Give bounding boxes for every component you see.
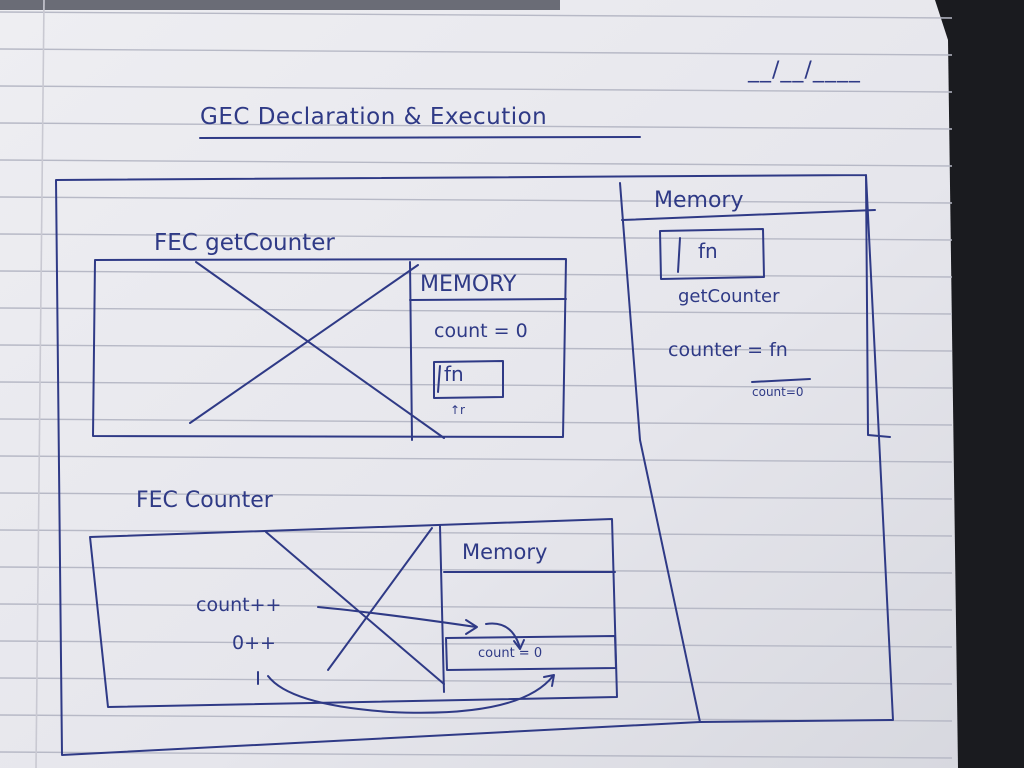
fec1-cross-a bbox=[195, 261, 445, 439]
ruled-line bbox=[0, 381, 953, 389]
global-memory-title: Memory bbox=[654, 188, 744, 213]
fec1-memory-title-line bbox=[409, 298, 567, 301]
ruled-line bbox=[0, 492, 953, 500]
fec-getcounter-arrow-note: ↑r bbox=[450, 403, 465, 417]
ruled-line bbox=[0, 714, 953, 722]
ruled-lines bbox=[0, 11, 953, 759]
fec-counter-count-entry: count = 0 bbox=[478, 646, 543, 661]
ink-drawings bbox=[55, 136, 894, 756]
global-memory-title-line bbox=[621, 209, 876, 221]
binding-edge bbox=[0, 0, 560, 10]
fec-getcounter-count-entry: count = 0 bbox=[434, 320, 528, 342]
fec2-count-box bbox=[445, 635, 617, 671]
fec2-box bbox=[89, 518, 618, 708]
ruled-line bbox=[0, 159, 953, 167]
ruled-line bbox=[0, 85, 953, 93]
ruled-line bbox=[0, 196, 953, 204]
ruled-line bbox=[0, 751, 953, 759]
ruled-line bbox=[0, 344, 953, 352]
margin-line bbox=[35, 0, 45, 768]
fec1-box bbox=[92, 258, 567, 438]
page-title: GEC Declaration & Execution bbox=[200, 104, 548, 130]
fec-getcounter-title: FEC getCounter bbox=[154, 230, 335, 256]
arrow-down-to-count bbox=[485, 622, 521, 649]
global-count-overline bbox=[751, 378, 811, 383]
global-memory-counter-entry: counter = fn bbox=[668, 339, 788, 361]
ruled-line bbox=[0, 122, 953, 130]
fec2-cross-a bbox=[265, 531, 445, 685]
ruled-line bbox=[0, 529, 953, 537]
ruled-line bbox=[0, 677, 953, 685]
fec-counter-title: FEC Counter bbox=[136, 488, 273, 513]
ruled-line bbox=[0, 233, 953, 241]
arrow-count-to-memory bbox=[317, 606, 477, 628]
fec-counter-code-line-2: 0++ bbox=[232, 632, 276, 654]
ruled-line bbox=[0, 11, 953, 19]
global-fn-box bbox=[659, 228, 765, 280]
ruled-line bbox=[0, 640, 953, 648]
fec1-cross-b bbox=[189, 264, 419, 424]
ruled-line bbox=[0, 455, 953, 463]
ruled-line bbox=[0, 418, 953, 426]
fec-counter-memory-title: Memory bbox=[462, 540, 548, 564]
global-memory-fn-label: fn bbox=[698, 239, 718, 263]
date-blank: __/__/____ bbox=[748, 58, 861, 83]
arrow-bottom-head bbox=[543, 674, 555, 687]
ruled-line bbox=[0, 307, 953, 315]
global-memory-getcounter-label: getCounter bbox=[678, 286, 780, 307]
title-underline bbox=[199, 136, 641, 139]
ruled-line bbox=[0, 270, 953, 278]
fec2-memory-divider bbox=[439, 525, 445, 693]
fec2-cross-b bbox=[327, 527, 433, 671]
fec1-fn-box-mark bbox=[437, 365, 441, 393]
fec1-fn-box bbox=[433, 360, 504, 399]
fec1-memory-divider bbox=[409, 261, 413, 441]
fec-getcounter-memory-title: MEMORY bbox=[420, 272, 517, 297]
fec-counter-code-line-1: count++ bbox=[196, 594, 282, 616]
arrow-down-head bbox=[513, 639, 525, 650]
global-memory-count-entry: count=0 bbox=[752, 385, 804, 399]
ruled-line bbox=[0, 603, 953, 611]
fec-getcounter-fn-label: fn bbox=[444, 362, 464, 386]
global-memory-divider bbox=[619, 182, 701, 723]
arrow-count-head bbox=[465, 619, 478, 635]
ruled-line bbox=[0, 48, 953, 56]
global-fn-box-mark bbox=[677, 237, 681, 273]
paper-sheet bbox=[0, 0, 958, 768]
arrow-bottom-loop bbox=[267, 675, 554, 714]
ruled-line bbox=[0, 566, 953, 574]
